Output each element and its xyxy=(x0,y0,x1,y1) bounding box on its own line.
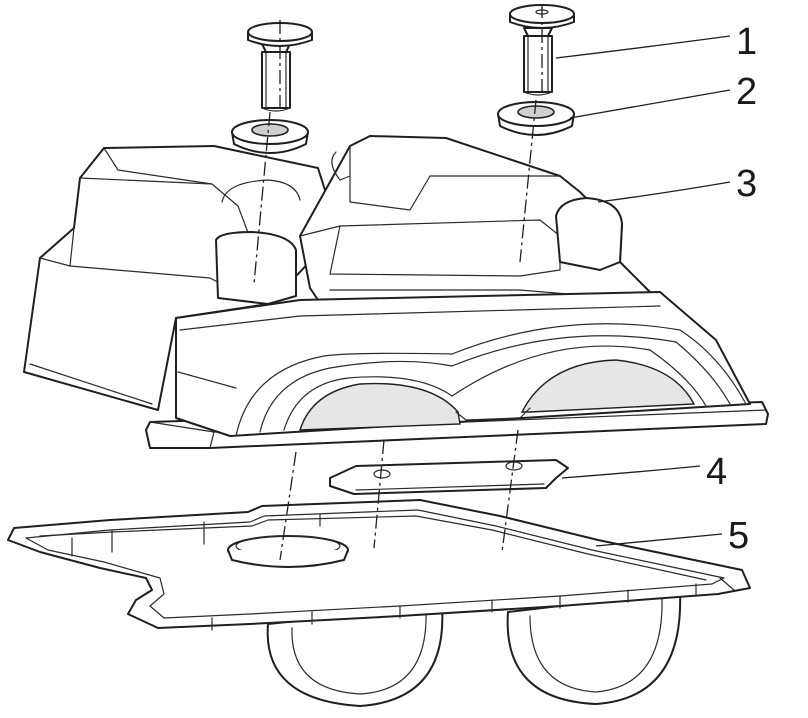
callout-2: 2 xyxy=(736,71,757,113)
callout-1: 1 xyxy=(736,21,757,63)
callout-3: 3 xyxy=(736,163,757,205)
right-arch-opening xyxy=(520,359,696,413)
left-arch-opening xyxy=(299,382,461,431)
gasket-right-lobe xyxy=(506,591,682,705)
callouts: 1 2 3 4 5 xyxy=(555,21,757,557)
gasket-left-lobe xyxy=(266,605,444,707)
leader-3 xyxy=(597,181,731,203)
bracket-strip xyxy=(329,459,569,495)
gasket-rim-ticks xyxy=(71,513,735,631)
gasket xyxy=(7,499,751,707)
leader-4 xyxy=(561,465,701,479)
assembly-axes xyxy=(253,4,543,561)
bracket-hole-left xyxy=(373,469,391,479)
cover-right-riser xyxy=(555,197,623,271)
leader-2 xyxy=(569,89,731,119)
callout-5: 5 xyxy=(728,515,749,557)
bolt-right xyxy=(509,4,575,96)
washer-right xyxy=(497,101,575,136)
leader-1 xyxy=(555,35,731,59)
callout-4: 4 xyxy=(706,451,727,493)
washer-left xyxy=(231,119,309,154)
bracket-top xyxy=(329,459,569,495)
leader-5 xyxy=(595,533,723,547)
valve-cover xyxy=(23,135,769,449)
